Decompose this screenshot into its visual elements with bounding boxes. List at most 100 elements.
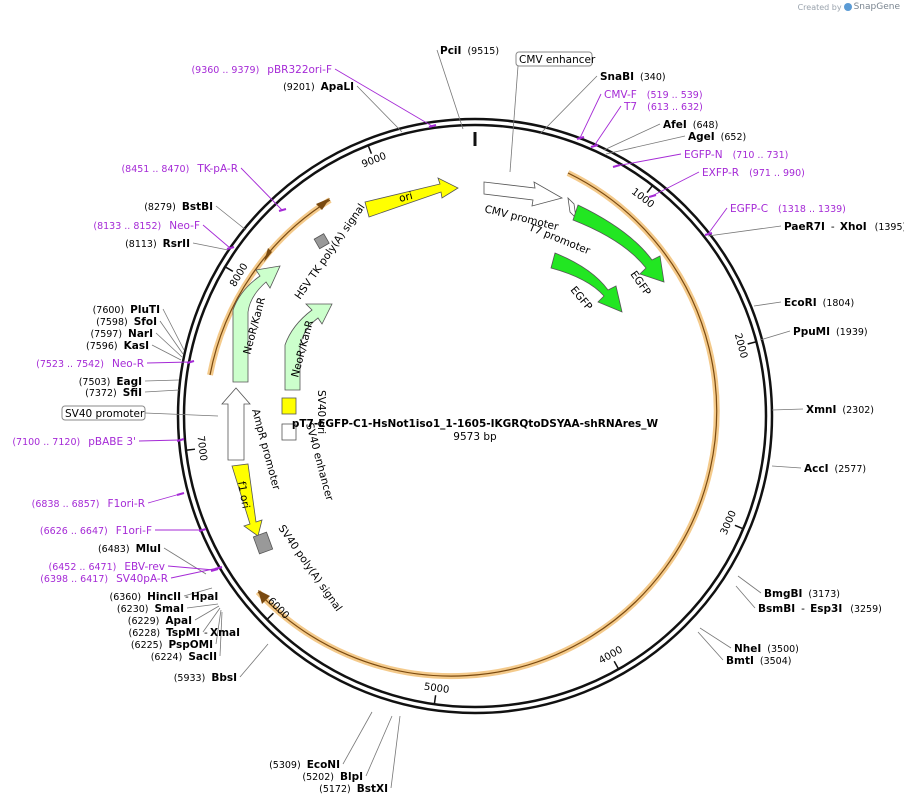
enzyme-name: EcoNI: [307, 759, 340, 771]
f1-ori-arrow: [231, 463, 263, 537]
primer-name: EBV-rev: [124, 561, 165, 573]
enzyme-name: MluI: [136, 543, 161, 555]
primer-leader: [147, 493, 181, 504]
enzyme-dash: -: [204, 627, 208, 639]
enzyme-position: (5933): [174, 673, 206, 684]
primer-name: SV40pA-R: [116, 573, 168, 585]
ampr-promoter-arrow: [221, 387, 251, 461]
enzyme-position: (2577): [834, 464, 866, 475]
enzyme-leader: [699, 627, 732, 649]
enzyme-leader: [239, 643, 269, 678]
primer-site-mark: [226, 246, 235, 250]
enzyme-leader: [771, 465, 802, 469]
tick-label: 3000: [719, 509, 739, 537]
f1-ori-label: f1 ori: [235, 480, 252, 509]
credit-brand: SnapGene: [853, 2, 900, 12]
enzyme-position: (6230): [117, 604, 149, 615]
tick-mark: [613, 660, 619, 669]
cmv-promoter-arrow: [483, 181, 564, 207]
enzyme-position: (5309): [269, 760, 301, 771]
primer-name: EGFP-C: [730, 203, 768, 215]
enzyme-position: (6229): [128, 616, 160, 627]
t7-promoter-label: T7 promoter: [526, 221, 592, 257]
tick-mark: [433, 695, 437, 704]
neokanr-arrow-inner: [284, 303, 333, 391]
primer-range: (9360 .. 9379): [191, 65, 259, 76]
egfp-arrow-inner: [550, 252, 623, 313]
enzyme-leader: [605, 135, 686, 155]
tick-mark: [225, 266, 234, 273]
enzyme-leader: [194, 605, 220, 621]
enzyme-name: BlpI: [340, 771, 363, 783]
enzyme-leader: [753, 301, 782, 307]
primer-leader: [170, 567, 219, 579]
primer-range: (8133 .. 8152): [93, 221, 161, 232]
sv40-ori-box: [281, 397, 297, 415]
enzyme-name: PspOMI: [168, 639, 213, 651]
sv40-polya-label: SV40 poly(A) signal: [276, 523, 345, 614]
primer-name: pBABE 3': [88, 436, 136, 448]
enzyme-position: (3504): [760, 656, 792, 667]
enzyme-name: SmaI: [155, 603, 185, 615]
enzyme-name: AgeI: [688, 131, 715, 143]
enzyme-leader: [356, 85, 403, 133]
enzyme-leader: [342, 711, 373, 765]
primer-site-mark: [186, 360, 195, 364]
enzyme-leader: [215, 205, 247, 231]
enzyme-position: (652): [721, 132, 747, 143]
primer-range: (1318 .. 1339): [778, 204, 846, 215]
enzyme-position: (7503): [79, 377, 111, 388]
enzyme-name: AccI: [804, 463, 828, 475]
primer-site-mark: [648, 194, 657, 198]
primer-site-mark: [176, 492, 185, 496]
enzyme-position: (3173): [808, 589, 840, 600]
sv40-promoter-label: SV40 promoter: [65, 408, 145, 420]
orange-band-left-line: [209, 199, 331, 376]
enzyme-alt-name: XmaI: [210, 627, 240, 639]
enzyme-leader: [151, 344, 182, 361]
primer-site-mark: [278, 208, 287, 212]
enzyme-position: (6224): [151, 652, 183, 663]
hsv-tk-polya-box: [313, 233, 330, 250]
primer-name: Neo-F: [169, 220, 200, 232]
enzyme-name: EcoRI: [784, 297, 817, 309]
enzyme-position: (3500): [767, 644, 799, 655]
enzyme-position: (7596): [86, 341, 118, 352]
primer-range: (710 .. 731): [733, 150, 789, 161]
enzyme-position: (9201): [283, 82, 315, 93]
primer-name: CMV-F: [604, 89, 637, 101]
tick-mark: [367, 145, 373, 154]
enzyme-position: (7372): [85, 388, 117, 399]
sv40-ori-label: SV40 ori: [315, 390, 327, 434]
primer-name: pBR322ori-F: [267, 64, 332, 76]
primer-leader: [579, 93, 602, 139]
enzyme-leader: [159, 320, 184, 355]
enzyme-leader: [539, 75, 598, 135]
enzyme-name: KasI: [124, 340, 149, 352]
tick-label: 5000: [423, 682, 450, 696]
enzyme-name: PaeR7I: [784, 221, 825, 233]
cmv-enhancer-box: [515, 51, 593, 67]
backbone-outer-ring: [176, 117, 774, 715]
enzyme-alt-name: HpaI: [191, 591, 218, 603]
ampr-promoter-label: AmpR promoter: [249, 408, 282, 492]
enzyme-name: AfeI: [663, 119, 687, 131]
enzyme-dash: -: [831, 221, 835, 233]
enzyme-name: SfiI: [123, 387, 142, 399]
enzyme-name: BbsI: [211, 672, 237, 684]
tick-mark: [747, 341, 756, 345]
primer-site-mark: [576, 136, 585, 140]
band-arrowhead-2: [316, 198, 330, 210]
band-arrowhead-1: [264, 248, 272, 262]
primer-name: F1ori-R: [108, 498, 145, 510]
enzyme-leader: [163, 547, 207, 575]
enzyme-name: BmgBI: [764, 588, 802, 600]
enzyme-leader: [603, 123, 661, 151]
enzyme-name: PluTI: [130, 304, 160, 316]
primer-leader: [138, 439, 181, 442]
primer-range: (613 .. 632): [647, 102, 703, 113]
enzyme-leader: [215, 609, 222, 645]
enzyme-position: (5172): [319, 784, 351, 795]
orange-band-main-line: [257, 172, 718, 677]
primer-name: EGFP-N: [684, 149, 723, 161]
